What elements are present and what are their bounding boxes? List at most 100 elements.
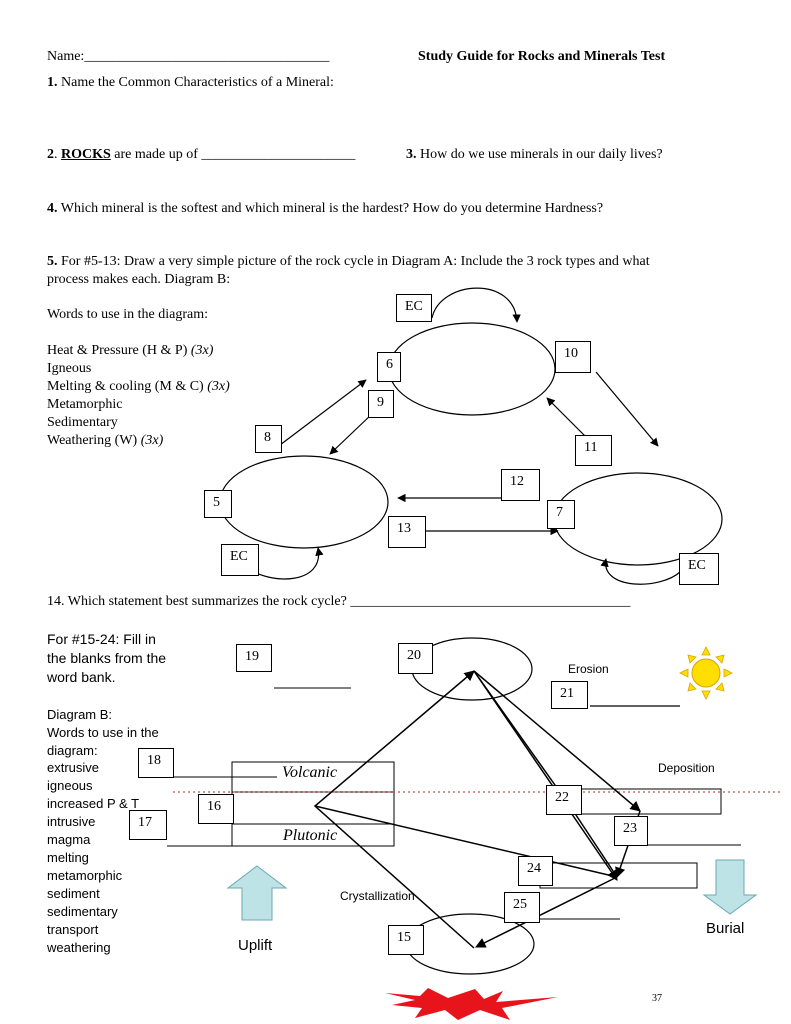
- word-text: Melting & cooling (M & C): [47, 379, 208, 394]
- question-text: are made up of ______________________: [110, 147, 356, 162]
- rock-ellipse-left: [219, 455, 389, 549]
- answer-box-17[interactable]: 17: [129, 810, 167, 840]
- ec-box-top: EC: [396, 294, 432, 322]
- ec-label: EC: [405, 299, 423, 314]
- page-number: 37: [652, 993, 662, 1004]
- answer-box-13[interactable]: 13: [388, 516, 426, 548]
- answer-box-8[interactable]: 8: [255, 425, 282, 453]
- question-dot: .: [54, 147, 58, 162]
- word-bank-item: extrusive: [47, 760, 100, 775]
- answer-box-5[interactable]: 5: [204, 490, 232, 518]
- deposition-label: Deposition: [658, 761, 715, 775]
- answer-box-19[interactable]: 19: [236, 644, 272, 672]
- rocks-keyword: ROCKS: [61, 147, 111, 162]
- answer-box-9[interactable]: 9: [368, 390, 394, 418]
- box-number: 25: [513, 897, 527, 912]
- cycle-line-down: [475, 876, 618, 948]
- section-b-intro-3: word bank.: [47, 669, 116, 685]
- answer-box-7[interactable]: 7: [547, 500, 575, 529]
- word-bank-item: melting: [47, 850, 89, 865]
- uplift-label: Uplift: [238, 937, 273, 954]
- question-1: 1. Name the Common Characteristics of a …: [47, 74, 334, 91]
- erosion-label: Erosion: [568, 662, 609, 676]
- box-number: 13: [397, 521, 411, 536]
- box-number: 10: [564, 346, 578, 361]
- question-14: 14. Which statement best summarizes the …: [47, 594, 631, 609]
- uplift-arrow-icon: [226, 865, 288, 921]
- box-number: 20: [407, 648, 421, 663]
- answer-box-15[interactable]: 15: [388, 925, 424, 955]
- plutonic-label: Plutonic: [283, 827, 338, 844]
- burial-arrow-icon: [702, 859, 758, 915]
- answer-box-21[interactable]: 21: [551, 681, 588, 709]
- answer-box-16[interactable]: 16: [198, 794, 234, 824]
- box-number: 12: [510, 474, 524, 489]
- question-number: 5.: [47, 254, 58, 269]
- word-item: Sedimentary: [47, 414, 118, 431]
- word-item: Weathering (W) (3x): [47, 432, 163, 449]
- page-title: Study Guide for Rocks and Minerals Test: [418, 49, 666, 64]
- box-number: 17: [138, 815, 152, 830]
- word-text: Igneous: [47, 361, 92, 376]
- word-item: Melting & cooling (M & C) (3x): [47, 378, 230, 395]
- answer-box-20[interactable]: 20: [398, 643, 433, 674]
- name-field[interactable]: Name:___________________________________: [47, 49, 330, 64]
- question-text: Which mineral is the softest and which m…: [57, 201, 604, 216]
- box-number: 22: [555, 790, 569, 805]
- answer-box-22[interactable]: 22: [546, 785, 582, 815]
- word-text: Weathering (W): [47, 433, 141, 448]
- question-number: 2: [47, 147, 54, 162]
- layer-22: [579, 788, 722, 815]
- word-text: Heat & Pressure (H & P): [47, 343, 191, 358]
- plutonic-layer: [231, 823, 395, 847]
- ec-box-left: EC: [221, 544, 259, 576]
- question-number: 4.: [47, 201, 58, 216]
- section-b-intro-2: the blanks from the: [47, 650, 167, 666]
- crystallization-label: Crystallization: [340, 889, 415, 903]
- word-bank-item: sedimentary: [47, 904, 118, 919]
- cycle-line-left-to-24: [314, 805, 618, 878]
- ec-arrow-top: [431, 287, 521, 323]
- word-bank-item: weathering: [47, 940, 111, 955]
- question-2: 2. ROCKS are made up of ________________…: [47, 146, 355, 163]
- sun-icon: [679, 646, 733, 700]
- word-list-heading: Words to use in the diagram:: [47, 307, 209, 322]
- word-bank-item: intrusive: [47, 814, 96, 829]
- ec-label: EC: [688, 558, 706, 573]
- word-item: Metamorphic: [47, 396, 122, 413]
- section-b-intro-1: For #15-24: Fill in: [47, 631, 156, 647]
- question-5-line-2: process makes each. Diagram B:: [47, 272, 231, 287]
- answer-box-12[interactable]: 12: [501, 469, 540, 501]
- box-number: 11: [584, 440, 598, 455]
- burial-label: Burial: [706, 920, 745, 937]
- arrow-8: [279, 379, 367, 446]
- word-bank-item: igneous: [47, 778, 93, 793]
- question-4: 4. Which mineral is the softest and whic…: [47, 200, 603, 217]
- diagram-b-label: Diagram B:: [47, 707, 113, 722]
- answer-box-10[interactable]: 10: [555, 341, 591, 373]
- answer-box-23[interactable]: 23: [614, 816, 648, 846]
- arrow-9: [329, 412, 374, 455]
- ec-label: EC: [230, 549, 248, 564]
- answer-box-11[interactable]: 11: [575, 435, 612, 466]
- answer-box-6[interactable]: 6: [377, 352, 401, 382]
- answer-box-24[interactable]: 24: [518, 856, 553, 886]
- word-note: (3x): [207, 379, 230, 394]
- answer-box-18[interactable]: 18: [138, 748, 174, 778]
- word-bank-heading-2: diagram:: [47, 743, 98, 758]
- box-number: 8: [264, 430, 271, 445]
- answer-box-25[interactable]: 25: [504, 892, 540, 923]
- box-number: 7: [556, 505, 563, 520]
- cycle-line-to-23: [473, 670, 641, 812]
- word-item: Heat & Pressure (H & P) (3x): [47, 342, 213, 359]
- word-text: Sedimentary: [47, 415, 118, 430]
- word-item: Igneous: [47, 360, 91, 377]
- question-3: 3. How do we use minerals in our daily l…: [406, 146, 663, 163]
- box-number: 19: [245, 649, 259, 664]
- box-number: 15: [397, 930, 411, 945]
- word-note: (3x): [140, 433, 164, 448]
- arrow-11: [546, 397, 587, 438]
- word-bank-item: metamorphic: [47, 868, 123, 883]
- ec-arrow-right: [600, 558, 681, 585]
- word-bank-heading: Words to use in the: [47, 725, 159, 740]
